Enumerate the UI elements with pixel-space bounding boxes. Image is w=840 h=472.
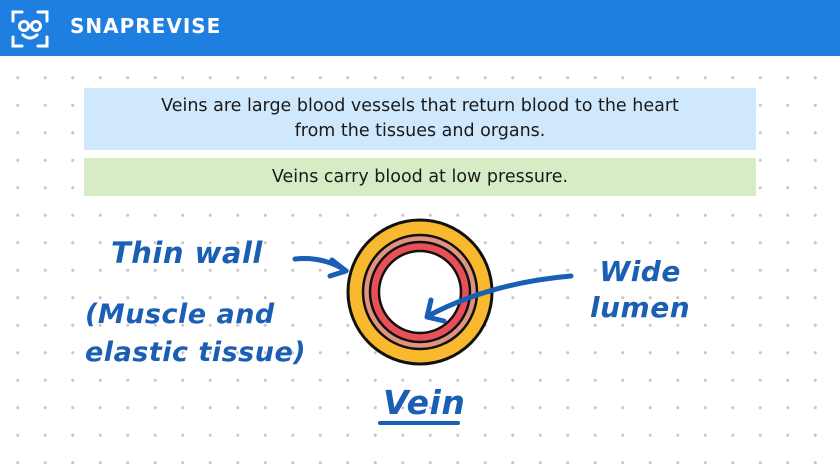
wide-lumen-label: Wide lumen — [590, 254, 690, 326]
definition-box: Veins are large blood vessels that retur… — [84, 88, 756, 150]
smiling-face-in-viewfinder-icon — [11, 10, 49, 48]
definition-line-1: Veins are large blood vessels that retur… — [161, 96, 679, 116]
pressure-box: Veins carry blood at low pressure. — [84, 158, 756, 196]
pressure-text: Veins carry blood at low pressure. — [271, 167, 569, 187]
arrow-wide-lumen — [424, 273, 574, 324]
muscle-elastic-label: (Muscle and elastic tissue) — [85, 296, 306, 372]
muscle-label-line-1: (Muscle and — [85, 299, 275, 330]
vein-title-underline — [378, 421, 460, 425]
wide-label-line-1: Wide — [599, 255, 681, 288]
brand-name: SNAPREVISE — [70, 14, 222, 38]
definition-line-2: from the tissues and organs. — [294, 121, 546, 141]
arrow-thin-wall — [292, 256, 349, 279]
wide-label-line-2: lumen — [590, 291, 691, 324]
thin-wall-label: Thin wall — [111, 236, 263, 270]
header-bar: SNAPREVISE — [0, 0, 840, 56]
vein-title: Vein — [383, 383, 466, 422]
vein-cross-section — [346, 218, 494, 366]
vein-lumen — [377, 249, 463, 335]
muscle-label-line-2: elastic tissue) — [85, 337, 307, 368]
